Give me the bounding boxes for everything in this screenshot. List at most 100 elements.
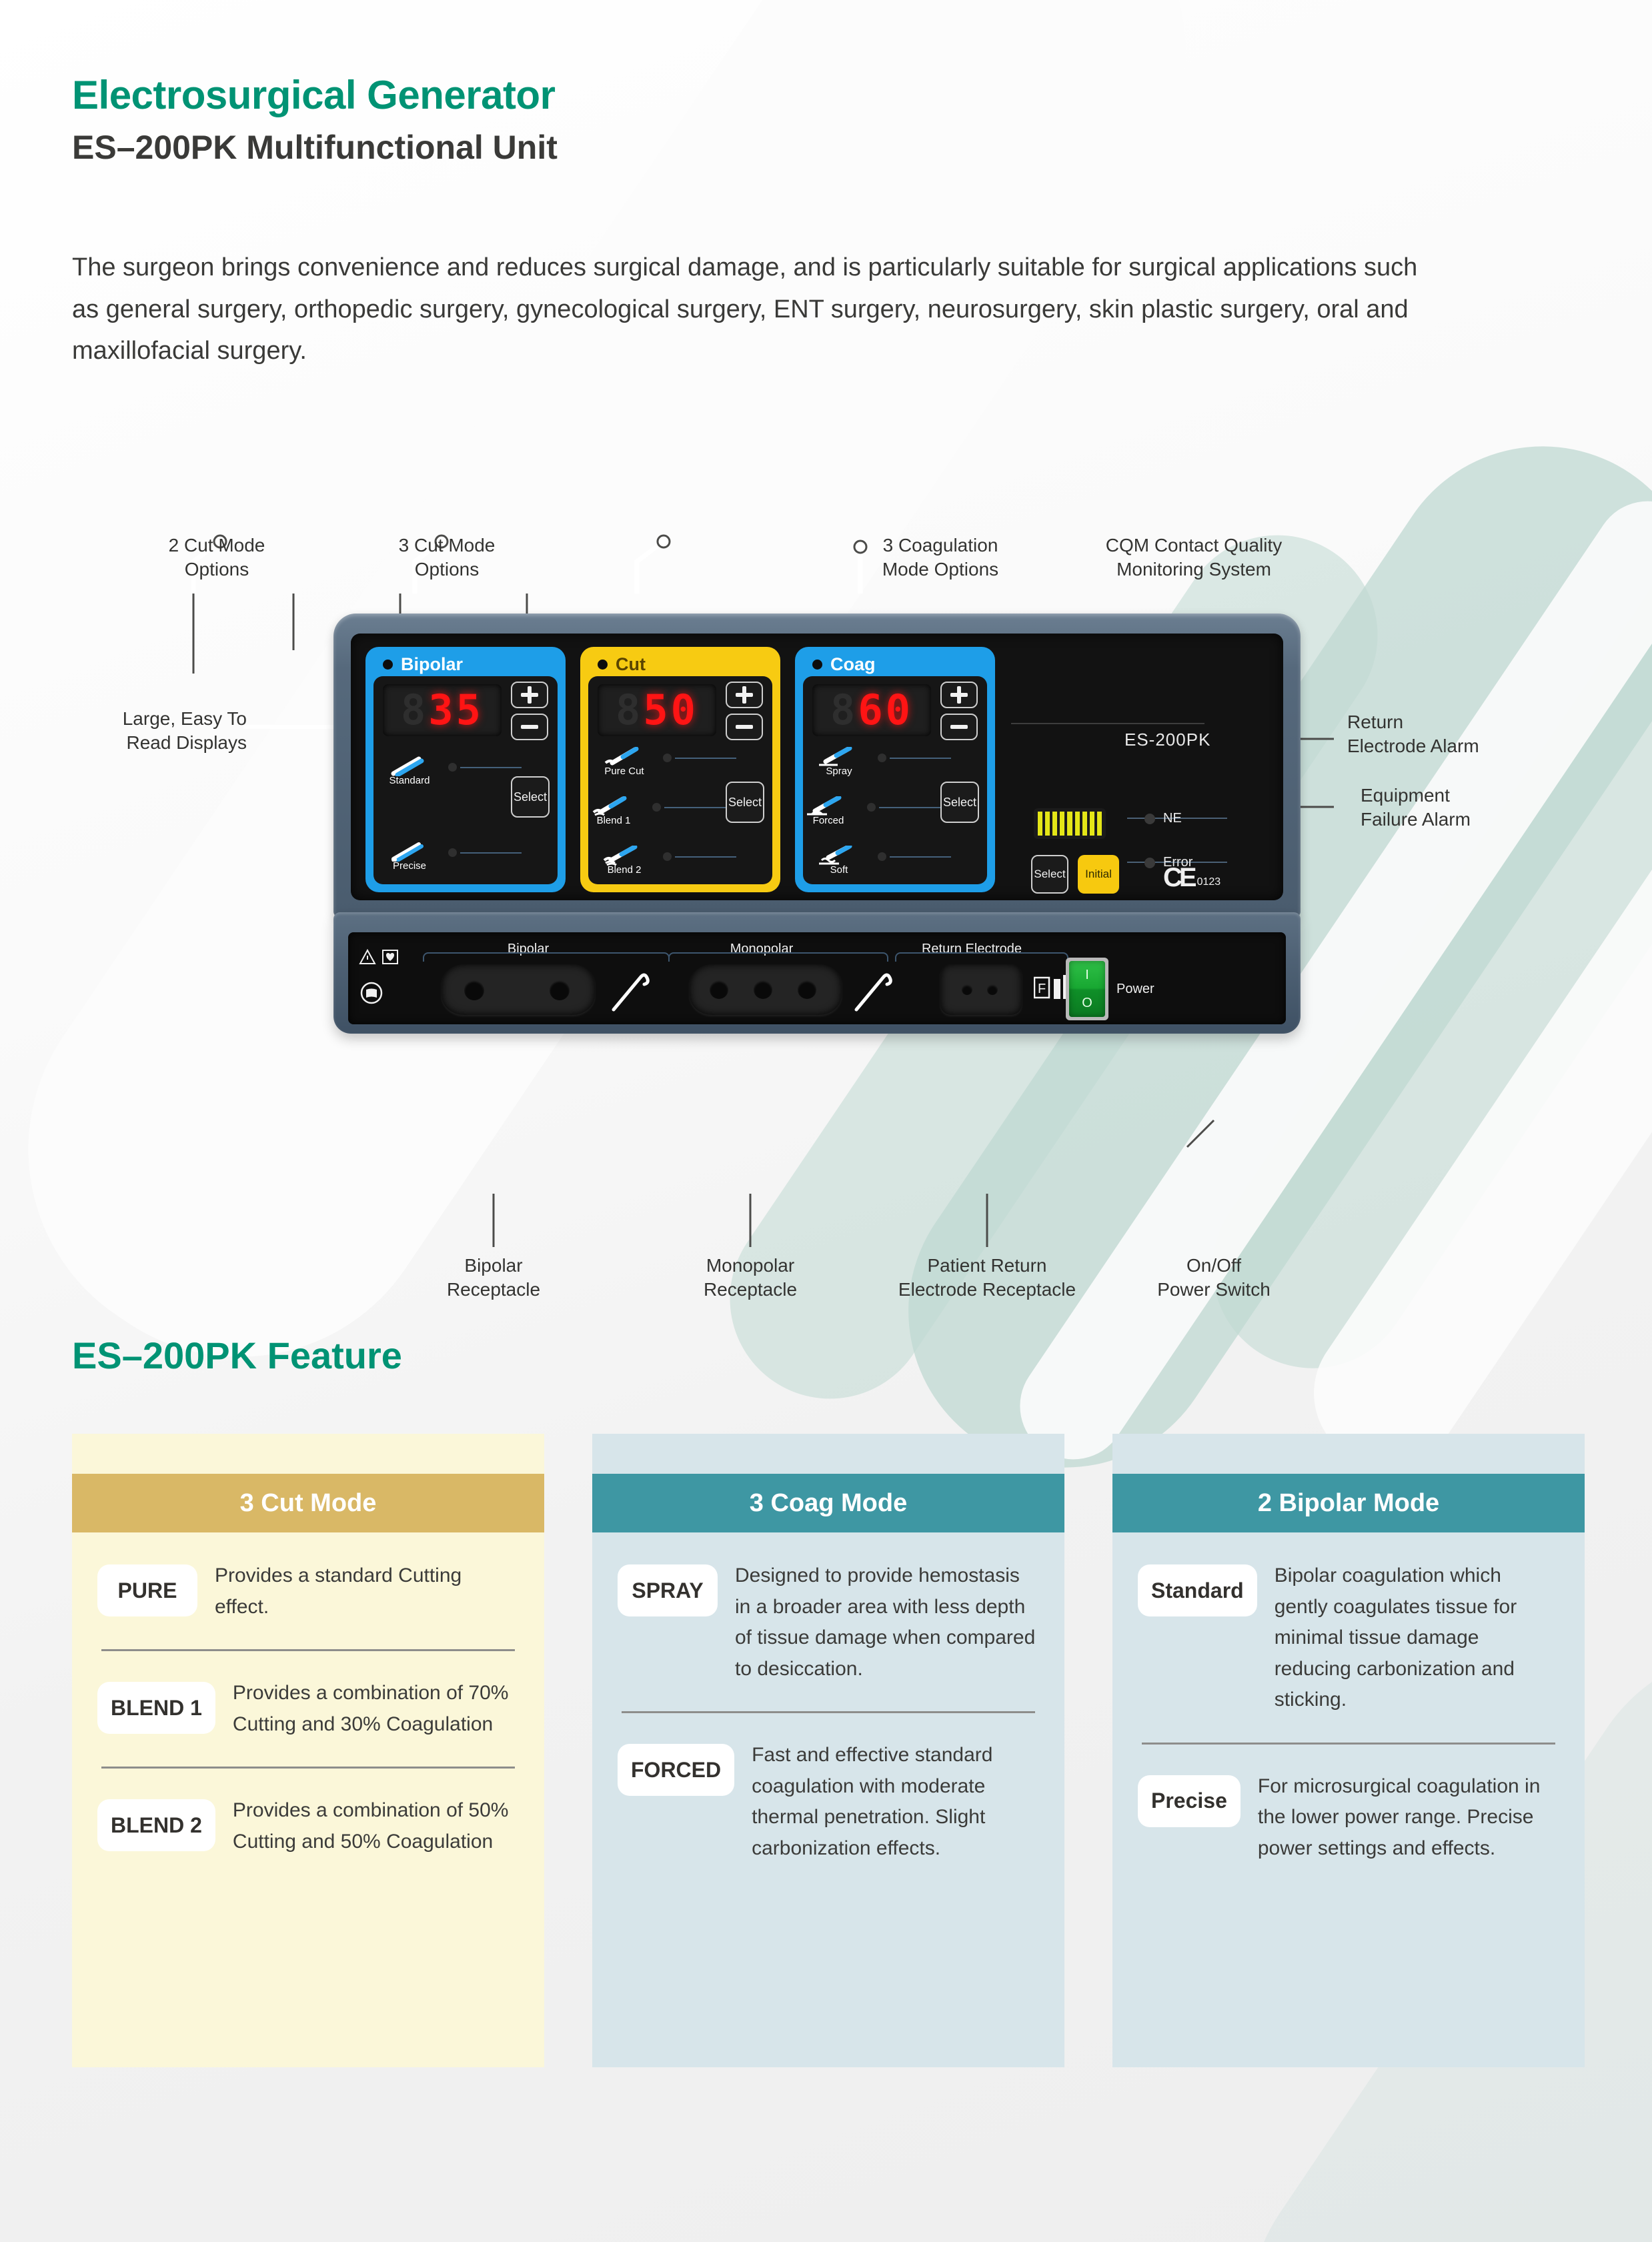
module-coag: Coag 8 60 — [795, 647, 995, 892]
feature-item: BLEND 1 Provides a combination of 70% Cu… — [97, 1678, 519, 1740]
cut-active-led — [598, 659, 608, 670]
bipolar-increase-button[interactable] — [511, 682, 548, 708]
coag-display-value: 60 — [858, 686, 913, 734]
feature-item: PURE Provides a standard Cutting effect. — [97, 1560, 519, 1622]
cut-pure-led — [663, 754, 672, 762]
cqm-initial-button[interactable]: Initial — [1078, 855, 1119, 894]
cut-option-blend-1[interactable]: Blend 1 — [588, 796, 772, 827]
patient-return-electrode-receptacle[interactable] — [940, 964, 1022, 1015]
cut-option-pure-cut-label: Pure Cut — [604, 766, 644, 777]
ce-glyph: CE — [1163, 863, 1197, 892]
monopolar-cable-icon — [854, 973, 892, 1012]
cut-blend1-led — [652, 803, 661, 812]
feature-card-bipolar-title: 2 Bipolar Mode — [1112, 1474, 1585, 1532]
forced-coag-icon — [807, 796, 842, 816]
coag-option-soft-label: Soft — [830, 864, 848, 876]
mode-pill-spray: SPRAY — [618, 1564, 718, 1616]
mode-desc-blend2: Provides a combination of 50% Cutting an… — [232, 1799, 509, 1853]
bipolar-display-ghost-digit: 8 — [401, 686, 429, 734]
feature-item: SPRAY Designed to provide hemostasis in … — [618, 1560, 1039, 1685]
error-alarm-wire — [1127, 862, 1227, 863]
module-coag-header: Coag — [799, 651, 991, 678]
callout-2-cut-mode-options: 2 Cut Mode Options — [168, 535, 265, 580]
cut-option-pure-cut[interactable]: Pure Cut — [588, 747, 772, 778]
module-coag-title: Coag — [830, 654, 876, 674]
bipolar-option-precise[interactable]: Precise — [373, 842, 558, 872]
coag-spray-led — [878, 754, 886, 762]
power-label: Power — [1116, 982, 1154, 996]
cqm-select-button[interactable]: Select — [1031, 855, 1068, 894]
cut-increase-button[interactable] — [726, 682, 763, 708]
cut-pure-wire — [675, 758, 736, 759]
module-coag-body: 8 60 Spray — [803, 676, 987, 884]
device-diagram: 2 Cut Mode Options 3 Cut Mode Options 3 … — [0, 527, 1652, 1300]
mode-pill-blend2: BLEND 2 — [97, 1799, 215, 1851]
feature-card-coag: 3 Coag Mode SPRAY Designed to provide he… — [592, 1434, 1064, 2067]
module-bipolar: Bipolar 8 35 Standard — [365, 647, 566, 892]
bipolar-precise-wire — [460, 852, 522, 854]
cut-display-ghost-digit: 8 — [616, 686, 644, 734]
warning-triangle-icon — [359, 948, 376, 969]
coag-soft-wire — [890, 856, 951, 858]
electrosurgical-generator-unit: Bipolar 8 35 Standard — [333, 614, 1301, 1034]
callout-large-displays: Large, Easy To Read Displays — [122, 708, 247, 753]
coag-option-spray-label: Spray — [826, 766, 852, 777]
coag-forced-led — [867, 803, 876, 812]
cut-option-blend-2-label: Blend 2 — [607, 864, 642, 876]
svg-text:F: F — [1038, 982, 1046, 996]
pure-cut-electrode-icon — [604, 747, 639, 766]
coag-active-led — [812, 659, 822, 670]
bipolar-precise-led — [448, 848, 457, 857]
bipolar-decrease-button[interactable] — [511, 714, 548, 740]
mode-desc-precise: For microsurgical coagulation in the low… — [1257, 1775, 1541, 1859]
cut-decrease-button[interactable] — [726, 714, 763, 740]
cut-select-button[interactable]: Select — [726, 782, 764, 823]
module-cut-title: Cut — [616, 654, 646, 674]
callout-3-cut-mode-options: 3 Cut Mode Options — [398, 535, 496, 580]
cqm-bargraph-indicator — [1034, 808, 1106, 839]
mode-desc-pure: Provides a standard Cutting effect. — [215, 1564, 462, 1618]
read-manual-icon — [360, 982, 383, 1008]
bipolar-option-precise-label: Precise — [392, 860, 427, 872]
feature-card-bipolar: 2 Bipolar Mode Standard Bipolar coagulat… — [1112, 1434, 1585, 2067]
alarm-ne: NE — [1144, 811, 1182, 826]
callout-3-coagulation-mode-options: 3 Coagulation Mode Options — [882, 535, 999, 580]
mode-desc-spray: Designed to provide hemostasis in a broa… — [735, 1564, 1036, 1680]
mode-pill-pure: PURE — [97, 1564, 197, 1616]
spray-coag-icon — [819, 747, 852, 766]
bipolar-active-led — [383, 659, 393, 670]
coag-forced-wire — [879, 807, 940, 808]
coag-option-spray[interactable]: Spray — [803, 747, 987, 778]
ce-notified-body-number: 0123 — [1196, 876, 1221, 888]
error-alarm-led — [1144, 857, 1155, 868]
cut-option-blend-2[interactable]: Blend 2 — [588, 846, 772, 876]
coag-option-forced[interactable]: Forced — [803, 796, 987, 827]
defibrillation-proof-heart-icon — [381, 948, 399, 969]
bipolar-receptacle[interactable] — [442, 964, 595, 1015]
coag-display-ghost-digit: 8 — [830, 686, 858, 734]
coag-increase-button[interactable] — [940, 682, 978, 708]
mode-pill-standard: Standard — [1138, 1564, 1257, 1616]
coag-soft-led — [878, 852, 886, 861]
callout-cqm-system: CQM Contact Quality Monitoring System — [1105, 535, 1283, 580]
coag-option-soft[interactable]: Soft — [803, 846, 987, 876]
bipolar-standard-wire — [460, 767, 522, 768]
page-title: Electrosurgical Generator — [72, 73, 556, 117]
feature-cards: 3 Cut Mode PURE Provides a standard Cutt… — [72, 1434, 1586, 2067]
coag-select-button[interactable]: Select — [940, 782, 979, 823]
ne-alarm-label: NE — [1163, 811, 1182, 826]
feature-card-cut-body: PURE Provides a standard Cutting effect.… — [72, 1532, 544, 2067]
bipolar-option-standard[interactable]: Standard — [373, 756, 558, 787]
monopolar-receptacle[interactable] — [690, 964, 842, 1015]
coag-spray-wire — [890, 758, 951, 759]
feature-card-cut: 3 Cut Mode PURE Provides a standard Cutt… — [72, 1434, 544, 2067]
feature-item: FORCED Fast and effective standard coagu… — [618, 1740, 1039, 1864]
intro-paragraph: The surgeon brings convenience and reduc… — [72, 253, 1418, 365]
bipolar-select-button[interactable]: Select — [511, 776, 550, 818]
onoff-power-switch[interactable]: I O — [1066, 958, 1108, 1020]
mode-desc-forced: Fast and effective standard coagulation … — [752, 1744, 993, 1859]
feature-divider — [101, 1649, 515, 1651]
device-model-label: ES-200PK — [1124, 730, 1211, 750]
coag-decrease-button[interactable] — [940, 714, 978, 740]
return-electrode-bracket — [895, 952, 1068, 962]
